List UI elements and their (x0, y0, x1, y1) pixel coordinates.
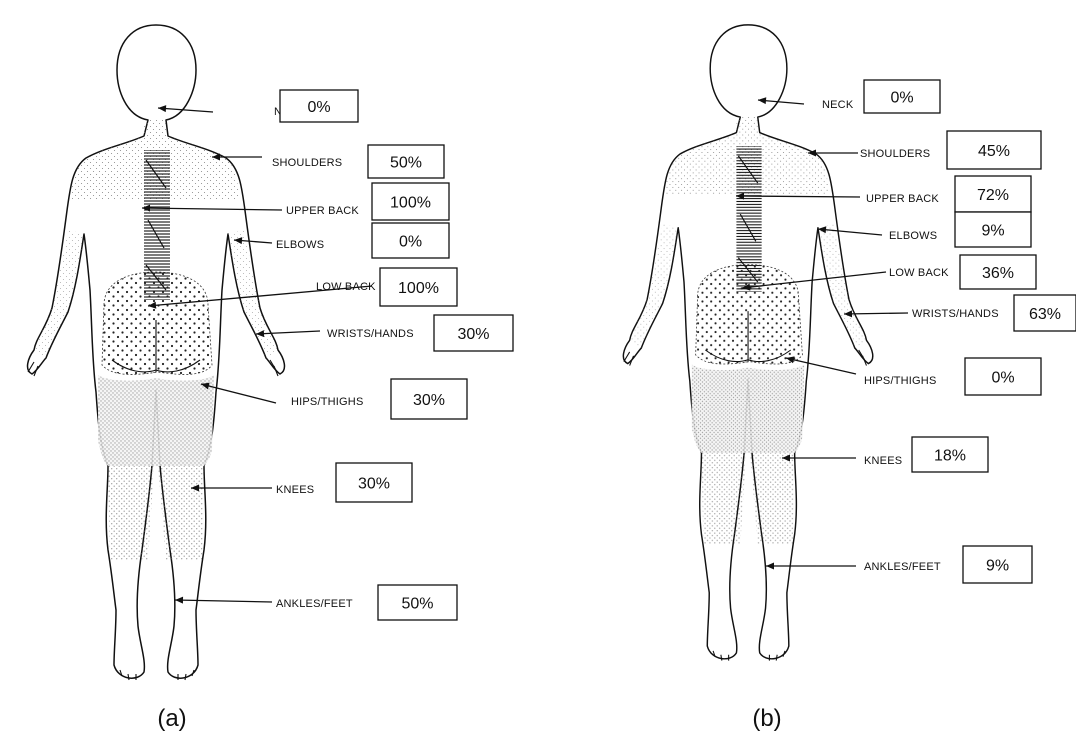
percentage-value: 45% (978, 143, 1010, 160)
percentage-value: 63% (1029, 306, 1061, 323)
percentage-value: 18% (934, 448, 966, 465)
region-label: ANKLES/FEET (276, 598, 353, 610)
percentage-value: 9% (986, 558, 1009, 575)
percentage-value: 30% (457, 326, 489, 343)
percentage-value: 100% (390, 195, 431, 212)
percentage-value: 72% (977, 187, 1009, 204)
percentage-value: 50% (390, 155, 422, 172)
panel-a-region-hips-thighs: HIPS/THIGHS 30% (201, 379, 467, 419)
percentage-value: 0% (991, 370, 1014, 387)
region-label: SHOULDERS (272, 157, 342, 169)
panel-b-caption: (b) (752, 705, 781, 732)
percentage-value: 30% (358, 476, 390, 493)
panel-a-region-knees: KNEES 30% (191, 463, 412, 502)
region-label: KNEES (864, 455, 902, 467)
region-label: ANKLES/FEET (864, 561, 941, 573)
region-label: LOW BACK (889, 267, 949, 279)
panel-a-region-elbows: ELBOWS 0% (234, 223, 449, 258)
region-label: HIPS/THIGHS (291, 396, 364, 408)
region-label: WRISTS/HANDS (327, 328, 414, 340)
panel-a-body-figure (28, 25, 285, 680)
region-label: UPPER BACK (286, 205, 359, 217)
region-label: KNEES (276, 484, 314, 496)
panel-b-region-hips-thighs: HIPS/THIGHS 0% (786, 356, 1041, 395)
region-label: HIPS/THIGHS (864, 375, 937, 387)
panel-b-body-figure (623, 25, 872, 661)
percentage-value: 0% (399, 234, 422, 251)
region-label: UPPER BACK (866, 193, 939, 205)
panel-b-region-knees: KNEES 18% (782, 437, 988, 472)
percentage-value: 36% (982, 265, 1014, 282)
percentage-value: 50% (401, 596, 433, 613)
region-label: ELBOWS (889, 230, 937, 242)
panel-a-region-shoulders: SHOULDERS 50% (212, 145, 444, 178)
panel-b-region-elbows: ELBOWS 9% (818, 212, 1031, 247)
region-label: WRISTS/HANDS (912, 308, 999, 320)
panel-a-region-wrists-hands: WRISTS/HANDS 30% (256, 315, 513, 351)
panel-b-region-ankles-feet: ANKLES/FEET 9% (766, 546, 1032, 583)
percentage-value: 9% (981, 223, 1004, 240)
region-label: ELBOWS (276, 239, 324, 251)
panel-a-region-ankles-feet: ANKLES/FEET 50% (175, 585, 457, 620)
panel-b-region-wrists-hands: WRISTS/HANDS 63% (844, 295, 1076, 331)
percentage-value: 0% (890, 90, 913, 107)
percentage-value: 100% (398, 280, 439, 297)
panel-b-region-shoulders: SHOULDERS 45% (808, 131, 1041, 169)
region-label: SHOULDERS (860, 148, 930, 160)
panel-a-caption: (a) (157, 705, 186, 732)
percentage-value: 0% (307, 99, 330, 116)
region-label: NECK (822, 99, 854, 111)
percentage-value: 30% (413, 392, 445, 409)
region-label: LOW BACK (316, 281, 376, 293)
